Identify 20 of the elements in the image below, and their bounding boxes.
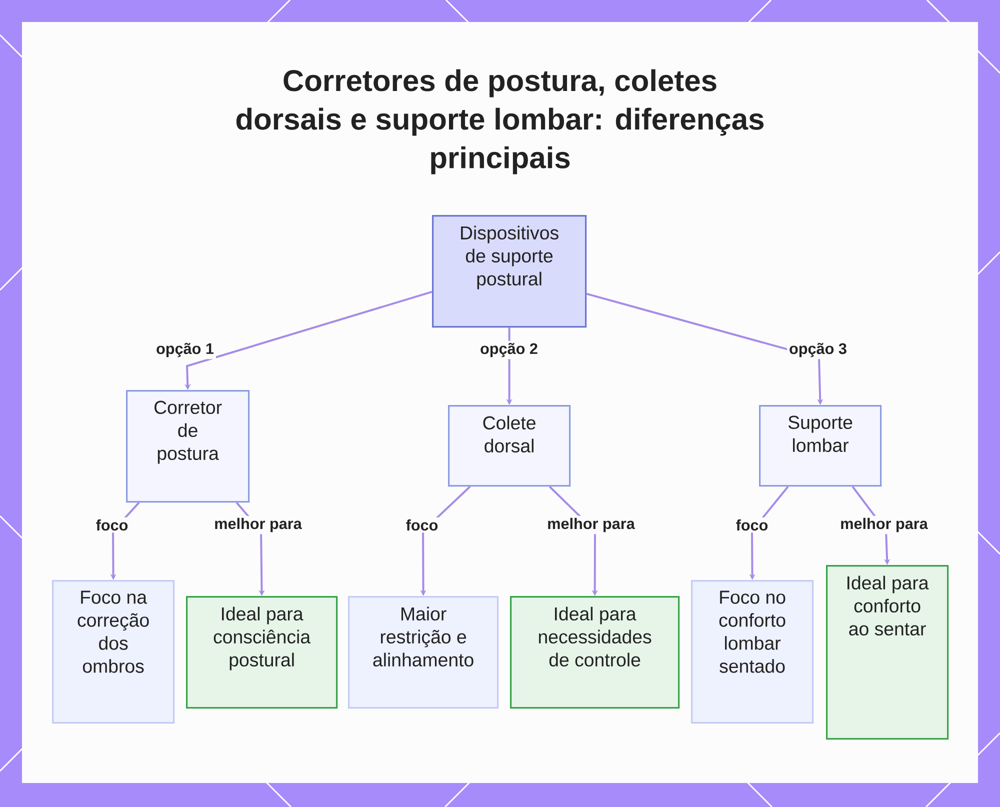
edge-label: foco — [734, 517, 770, 533]
process-box: Ideal para consciência postural — [186, 596, 338, 709]
edge-label: opção 3 — [787, 340, 849, 360]
edge-label: melhor para — [545, 516, 637, 534]
process-box: Ideal para necessidades de controle — [510, 596, 680, 709]
edge-label: opção 1 — [154, 340, 216, 360]
process-box: Maior restrição e alinhamento — [348, 596, 499, 709]
edge-label: opção 2 — [478, 340, 540, 360]
edge-label: melhor para — [212, 516, 304, 534]
process-box: Foco no conforto lombar sentado — [691, 580, 814, 724]
edge-label: melhor para — [838, 516, 930, 534]
process-box: Ideal para conforto ao sentar — [826, 565, 949, 740]
process-box: Foco na correção dos ombros — [52, 580, 175, 724]
edge-label: foco — [94, 517, 130, 533]
process-box: Suporte lombar — [759, 405, 882, 487]
process-box: Colete dorsal — [448, 405, 571, 487]
edge-label: foco — [404, 517, 440, 533]
title: Corretores de postura, coletes dorsais e suporte lombar: diferenças principais — [236, 69, 764, 174]
process-box: Dispositivos de suporte postural — [432, 215, 587, 328]
process-box: Corretor de postura — [126, 390, 250, 503]
